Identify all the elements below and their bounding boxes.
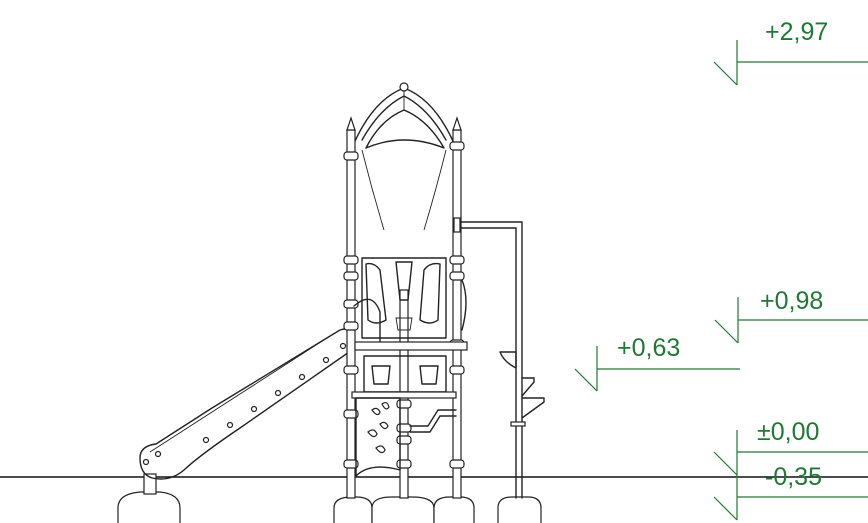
level-marker-foundation: -0,35 bbox=[713, 463, 868, 521]
slide bbox=[139, 328, 354, 480]
slide-bolts bbox=[142, 342, 347, 466]
level-marker-platform-lower: +0,63 bbox=[574, 334, 740, 392]
tower-side-panel bbox=[353, 257, 467, 349]
level-label-platform-upper: +0,98 bbox=[760, 287, 823, 315]
side-pole bbox=[453, 217, 545, 499]
level-marker-top: +2,97 bbox=[713, 18, 868, 86]
platform-deck bbox=[351, 341, 468, 399]
foundation-blocks bbox=[117, 473, 542, 523]
level-marker-ground: ±0,00 bbox=[713, 418, 868, 476]
tower-roof bbox=[351, 82, 457, 231]
step-bar bbox=[409, 409, 457, 433]
level-label-foundation: -0,35 bbox=[765, 463, 822, 491]
level-label-ground: ±0,00 bbox=[757, 418, 819, 446]
level-label-top: +2,97 bbox=[765, 18, 828, 46]
climbing-wall bbox=[355, 397, 401, 477]
level-label-platform-lower: +0,63 bbox=[617, 334, 680, 362]
level-marker-platform-upper: +0,98 bbox=[714, 287, 868, 344]
